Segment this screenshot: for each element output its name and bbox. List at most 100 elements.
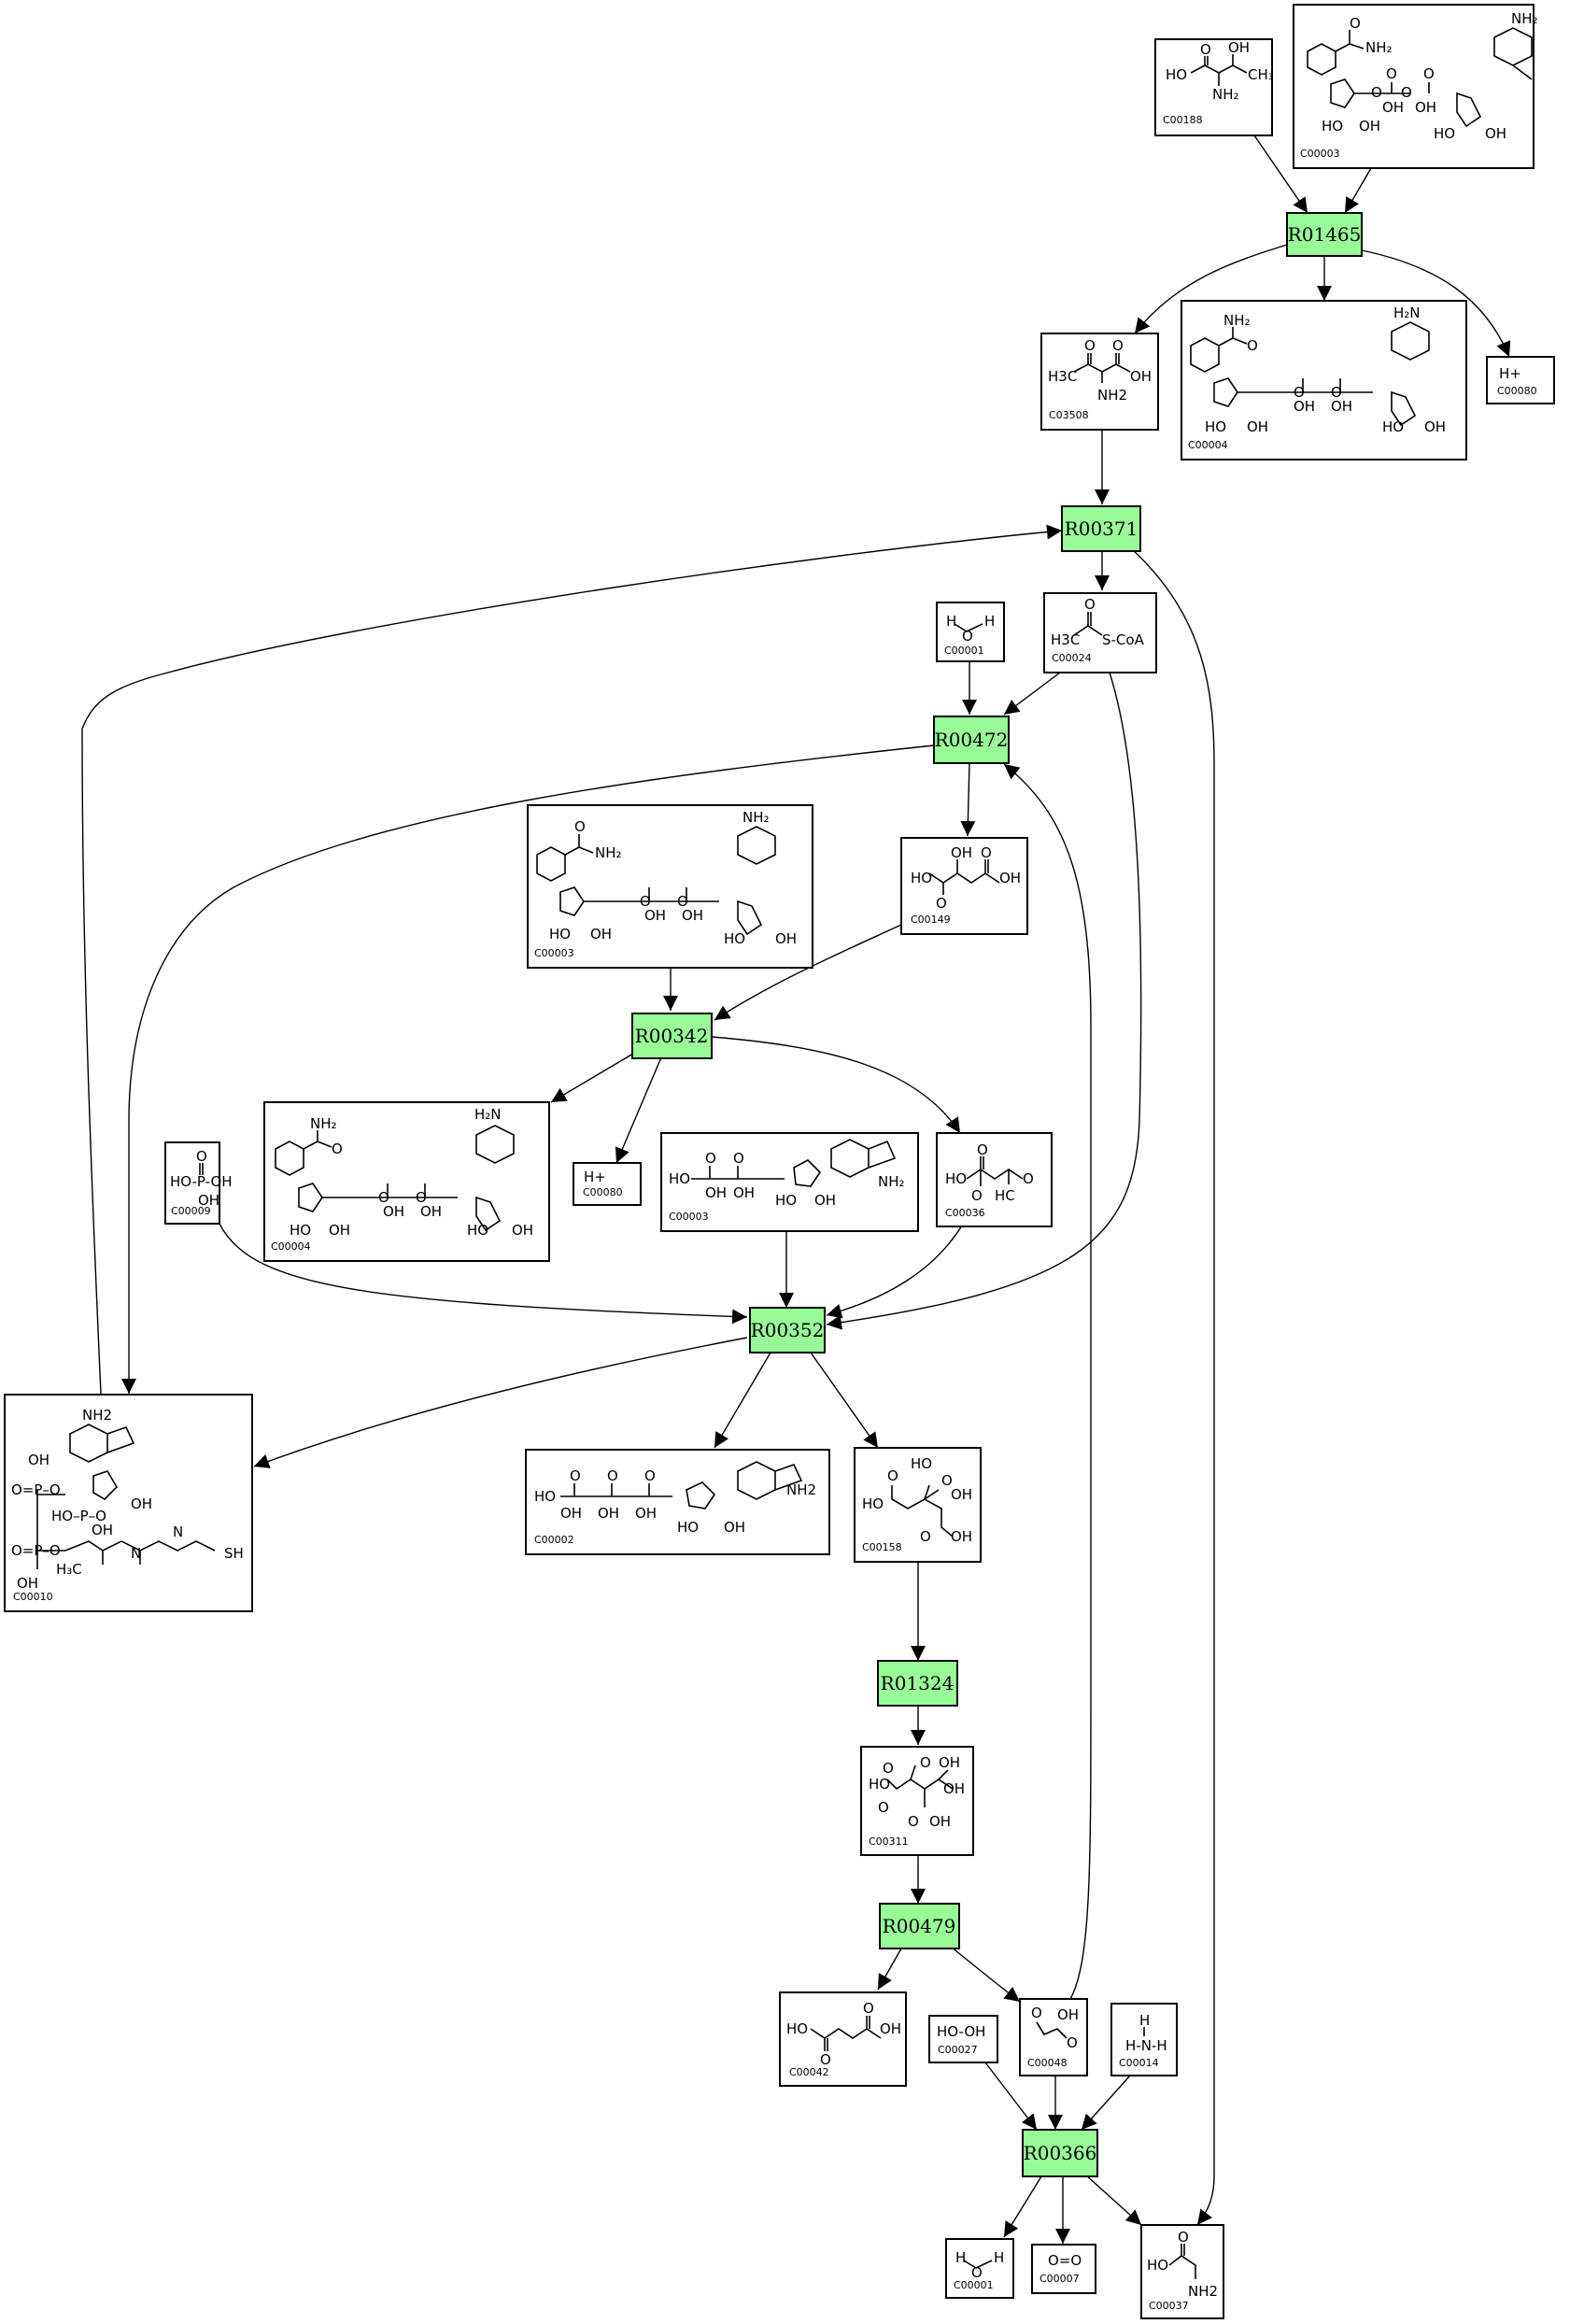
edge-c00048-r00472	[1003, 763, 1092, 2000]
atom-h: H	[994, 2249, 1004, 2266]
svg-text:O: O	[936, 895, 947, 912]
edge-r00472-c00010	[121, 744, 935, 1394]
svg-text:HO: HO	[549, 926, 571, 942]
atom-nh2: NH2	[786, 1481, 816, 1498]
compound-label: C00036	[945, 1207, 985, 1219]
compound-c00004-nadh-middle[interactable]: NH₂ O H₂N O O OH OH HO OH HO OH C00004	[263, 1101, 550, 1262]
compound-label: C00188	[1163, 114, 1203, 126]
edge-r00352-c00002	[714, 1352, 771, 1449]
svg-text:OH: OH	[644, 907, 666, 924]
reaction-r01324[interactable]: R01324	[877, 1660, 958, 1707]
atom-o: O	[962, 628, 973, 645]
svg-text:OH: OH	[512, 1222, 533, 1239]
svg-text:N: N	[131, 1545, 141, 1562]
compound-c00007[interactable]: O=O C00007	[1031, 2244, 1096, 2294]
atom-oh: OH	[1057, 2006, 1079, 2023]
svg-text:O: O	[1331, 384, 1342, 401]
svg-text:OH: OH	[590, 926, 612, 942]
svg-text:OH: OH	[951, 1528, 972, 1545]
svg-text:O: O	[1386, 65, 1397, 82]
reaction-r00342[interactable]: R00342	[631, 1013, 713, 1059]
compound-c00009[interactable]: O HO-P-OH OH C00009	[164, 1141, 233, 1225]
atom-h: H	[984, 613, 995, 630]
edge-r00342-c00036	[711, 1036, 961, 1134]
svg-text:HO: HO	[911, 1455, 932, 1472]
reaction-r00366[interactable]: R00366	[1022, 2129, 1098, 2177]
svg-text:OH: OH	[329, 1222, 350, 1239]
svg-text:OH: OH	[1294, 398, 1315, 415]
atom-h-plus: H+	[1499, 365, 1521, 382]
svg-text:H₃C: H₃C	[56, 1561, 82, 1578]
compound-label: C00042	[789, 2066, 829, 2078]
compound-c00003-adp[interactable]: HO O O OH OH NH₂ HO OH C00003	[660, 1132, 919, 1232]
edge-c00188-r01465	[1253, 135, 1308, 214]
svg-text:O: O	[920, 1754, 931, 1771]
edge-c00014-r00366	[1081, 2075, 1131, 2131]
reaction-r00352[interactable]: R00352	[749, 1307, 826, 1353]
compound-c00001-water-bottom[interactable]: H O H C00001	[945, 2238, 1014, 2299]
reaction-r00371[interactable]: R00371	[1061, 505, 1141, 552]
compound-c00080-middle[interactable]: H+ C00080	[573, 1162, 642, 1206]
compound-label: C00003	[1300, 148, 1340, 160]
reaction-r01465[interactable]: R01465	[1286, 212, 1363, 257]
compound-c00001-water-upper[interactable]: H O H C00001	[936, 602, 1005, 662]
compound-c00149[interactable]: OH HO O O OH C00149	[900, 837, 1028, 935]
atom-oh: OH	[1130, 368, 1152, 385]
svg-text:O: O	[878, 1799, 889, 1816]
svg-text:OH: OH	[1382, 99, 1404, 116]
edge-r00479-c00042	[877, 1948, 902, 1991]
svg-text:NH₂: NH₂	[1511, 10, 1538, 27]
svg-text:OH: OH	[383, 1203, 404, 1220]
molecule-structure	[36, 1424, 216, 1569]
edge-c00027-r00366	[984, 2062, 1038, 2131]
compound-c00048[interactable]: O OH O C00048	[1019, 1998, 1088, 2076]
compound-c00037[interactable]: O HO NH2 C00037	[1140, 2224, 1224, 2319]
svg-text:HO: HO	[1205, 418, 1226, 435]
compound-c00003-nad-top[interactable]: O NH₂ NH₂ O O O O OH OH HO OH HO OH C000…	[1293, 4, 1538, 169]
svg-text:O: O	[883, 1760, 894, 1777]
compound-label: C00001	[954, 2279, 994, 2291]
compound-c00002[interactable]: HO O O O OH OH OH NH2 HO OH C00002	[525, 1449, 830, 1555]
compound-c00024[interactable]: H3C O S-CoA C00024	[1043, 592, 1157, 673]
molecule-structure	[891, 1484, 954, 1538]
compound-c00188[interactable]: HO O OH CH₃ NH₂ C00188	[1154, 38, 1274, 136]
compound-c00027[interactable]: HO-OH C00027	[928, 2015, 998, 2063]
svg-text:O: O	[977, 1141, 988, 1158]
compound-label: C00003	[534, 947, 574, 959]
svg-text:O: O	[1031, 2005, 1042, 2021]
atom-oh: OH	[939, 1754, 960, 1771]
compound-c03508[interactable]: H3C O O OH NH2 C03508	[1040, 333, 1159, 431]
svg-text:OH: OH	[733, 1184, 755, 1201]
svg-text:CH₃: CH₃	[1248, 66, 1274, 83]
svg-text:O: O	[1084, 337, 1096, 354]
compound-c00080-top[interactable]: H+ C00080	[1486, 356, 1555, 404]
reaction-r00472[interactable]: R00472	[933, 716, 1010, 764]
svg-text:OH: OH	[775, 930, 797, 947]
edge-c00009-r00352	[219, 1223, 748, 1325]
svg-text:H₂N: H₂N	[1393, 305, 1421, 321]
atom-h3c: H3C	[1051, 631, 1080, 648]
atom-ho: HO	[869, 1776, 890, 1793]
compound-label: C00037	[1149, 2300, 1189, 2312]
compound-c00036[interactable]: O HO O O HC C00036	[936, 1132, 1053, 1227]
svg-text:O: O	[920, 1528, 931, 1545]
compound-c00010[interactable]: NH2 OH O=P–O HO–P–O OH O=P–O H₃C OH OH N…	[4, 1394, 253, 1612]
reaction-r00479[interactable]: R00479	[879, 1903, 960, 1949]
atom-ho: HO	[862, 1495, 884, 1512]
compound-c00311[interactable]: O O OH HO OH O O OH C00311	[860, 1746, 974, 1856]
compound-c00014[interactable]: H H-N-H C00014	[1110, 2003, 1178, 2076]
compound-label: C00004	[1188, 439, 1228, 451]
svg-text:OH: OH	[943, 1780, 965, 1797]
compound-c00042[interactable]: HO O O OH C00042	[779, 1991, 907, 2087]
reaction-label: R00371	[1065, 517, 1138, 540]
svg-text:HO: HO	[669, 1170, 690, 1187]
svg-text:OH: OH	[598, 1505, 619, 1522]
molecule-structure	[199, 1163, 204, 1175]
atom-h: H	[946, 613, 956, 630]
compound-label: C00080	[583, 1186, 623, 1198]
compound-c00003-nad-middle[interactable]: O NH₂ NH₂ O O OH OH HO OH HO OH C00003	[527, 804, 813, 969]
compound-c00004-nadh-top[interactable]: NH₂ O H₂N O O OH OH HO OH HO OH C00004	[1181, 300, 1467, 461]
compound-c00158[interactable]: O HO O OH HO O OH C00158	[854, 1447, 982, 1563]
atom-oh: OH	[999, 870, 1021, 886]
svg-text:OH: OH	[1359, 118, 1380, 135]
